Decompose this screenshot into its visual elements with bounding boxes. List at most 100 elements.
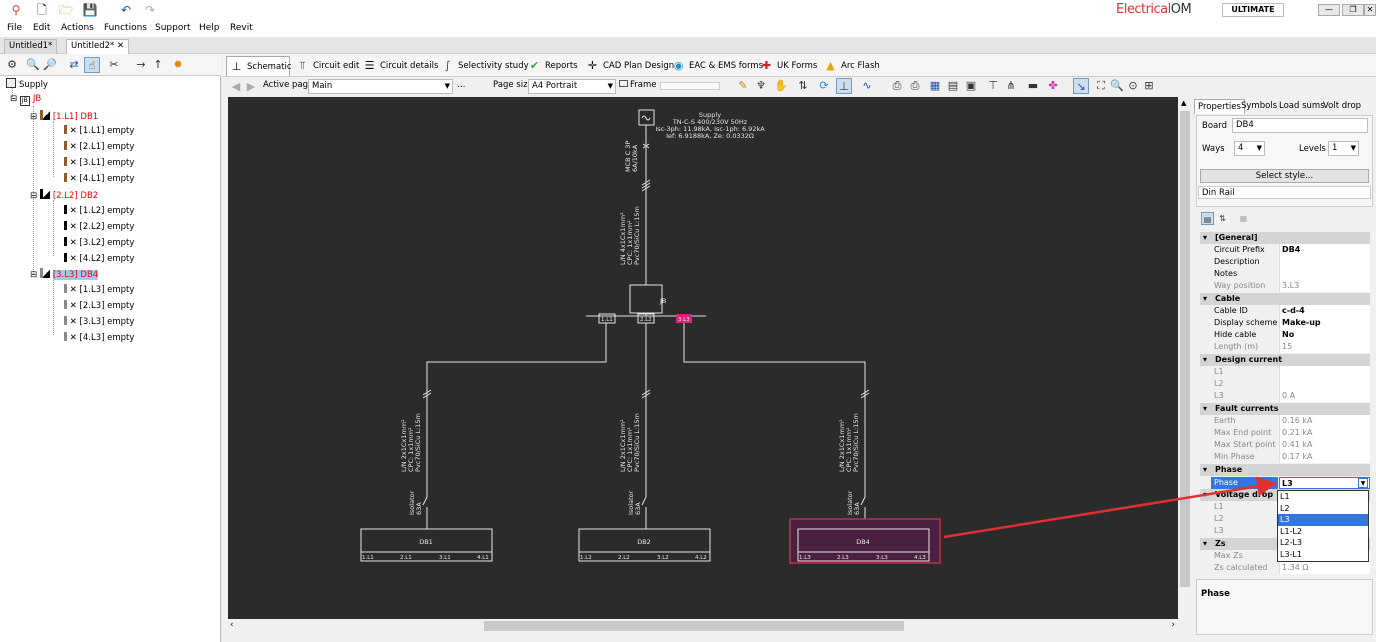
close-button[interactable]: ✕ xyxy=(1364,4,1376,16)
fit-icon[interactable]: ⛶ xyxy=(1097,79,1105,92)
tree-way[interactable]: ✕ [3.L1] empty xyxy=(64,157,134,169)
phase-select[interactable]: L3▼ xyxy=(1279,477,1370,489)
board-db2-symbol[interactable] xyxy=(578,528,711,562)
tree-way[interactable]: ✕ [1.L2] empty xyxy=(64,205,134,217)
board-db4-selection[interactable] xyxy=(789,518,941,564)
menu-revit[interactable]: Revit xyxy=(230,23,253,33)
scroll-left-icon[interactable]: ‹ xyxy=(230,620,234,630)
new-file-icon[interactable]: 🗋 xyxy=(37,3,47,17)
section-cable[interactable]: Cable xyxy=(1200,293,1370,305)
phase-option-l2-l3[interactable]: L2-L3 xyxy=(1280,538,1302,547)
phase-option-l2[interactable]: L2 xyxy=(1280,503,1290,513)
vertical-scrollbar[interactable]: ▲ xyxy=(1178,97,1192,619)
tab-symbols[interactable]: Symbols xyxy=(1241,101,1278,111)
scroll-thumb[interactable] xyxy=(484,621,904,631)
minimize-button[interactable]: — xyxy=(1318,4,1340,16)
tree-way[interactable]: ✕ [1.L1] empty xyxy=(64,125,134,137)
section-design-current[interactable]: Design current xyxy=(1200,354,1370,366)
add-supply-icon[interactable]: ⚙ xyxy=(7,58,17,71)
board-input[interactable]: DB4 xyxy=(1232,118,1368,133)
tab-schematic[interactable]: ⊥Schematic xyxy=(226,56,292,76)
phase-option-l1[interactable]: L1 xyxy=(1280,492,1290,501)
tab-load-sums[interactable]: Load sums xyxy=(1279,101,1325,111)
tree-way[interactable]: ✕ [2.L1] empty xyxy=(64,141,134,153)
tree-way[interactable]: ✕ [4.L3] empty xyxy=(64,332,134,344)
wave-icon[interactable]: ∿ xyxy=(862,79,872,92)
open-folder-icon[interactable]: 🗁 xyxy=(58,3,74,17)
tree-way[interactable]: ✕ [3.L2] empty xyxy=(64,237,134,249)
hand-icon[interactable]: ✋ xyxy=(774,79,788,92)
tools-icon[interactable]: ✂ xyxy=(109,58,119,71)
phase-dropdown[interactable]: L1 L2 L3 L1-L2 L2-L3 L3-L1 xyxy=(1277,490,1369,562)
horizontal-scrollbar[interactable]: ‹ › xyxy=(228,619,1178,633)
select-style-button[interactable]: Select style... xyxy=(1200,169,1369,183)
swap-icon[interactable]: ⇅ xyxy=(798,79,808,92)
undo-icon[interactable]: ↶ xyxy=(120,3,132,17)
property-pages-icon[interactable]: ▦ xyxy=(1239,214,1248,223)
ways-select[interactable]: 4▼ xyxy=(1234,141,1265,156)
redo-icon[interactable]: ↷ xyxy=(144,3,156,17)
print-icon[interactable]: ⎙ xyxy=(892,79,902,92)
table-icon[interactable]: ⊞ xyxy=(1144,79,1154,92)
settings-icon[interactable]: ✹ xyxy=(173,58,183,71)
tab-volt-drop[interactable]: Volt drop xyxy=(1323,101,1362,111)
scroll-up-icon[interactable]: ▲ xyxy=(1181,99,1187,107)
menu-edit[interactable]: Edit xyxy=(33,23,51,33)
menu-help[interactable]: Help xyxy=(199,23,220,33)
board-db4-symbol[interactable] xyxy=(797,528,930,562)
tree-way[interactable]: ✕ [4.L2] empty xyxy=(64,253,134,265)
tab-uk-forms[interactable]: ✚UK Forms xyxy=(757,56,817,76)
frame-toggle[interactable]: Frame xyxy=(619,80,656,90)
save-icon[interactable]: 💾 xyxy=(82,3,98,17)
tab-circuit-edit[interactable]: ⫪Circuit edit xyxy=(293,56,359,76)
tree-node-db4[interactable]: ⊟ [3.L3] DB4 xyxy=(30,268,99,280)
doc-tab-untitled2[interactable]: Untitled2* ✕ xyxy=(66,39,130,54)
back-icon[interactable]: ◀ xyxy=(231,80,241,93)
tab-arc-flash[interactable]: ▲Arc Flash xyxy=(821,56,880,76)
zoom-slider[interactable] xyxy=(660,82,720,90)
tree-way[interactable]: ✕ [2.L2] empty xyxy=(64,221,134,233)
chevron-down-icon[interactable]: ▼ xyxy=(1358,478,1368,488)
select-icon[interactable]: ↘ xyxy=(1073,78,1089,94)
network-icon[interactable]: ⋔ xyxy=(1006,79,1016,92)
phase-option-l1-l2[interactable]: L1-L2 xyxy=(1280,526,1302,536)
tab-properties[interactable]: Properties xyxy=(1194,99,1245,114)
board-db1-symbol[interactable] xyxy=(360,528,493,562)
arrow-up-icon[interactable]: ↑ xyxy=(153,58,163,71)
tree-node-db1[interactable]: ⊟ [1.L1] DB1 xyxy=(30,110,99,122)
zoom-reset-icon[interactable]: ⊙ xyxy=(1128,79,1138,92)
zoom-in-icon[interactable]: 🔍 xyxy=(26,58,40,71)
tree-view-icon[interactable]: ⊥ xyxy=(836,78,852,94)
row-notes[interactable]: Notes xyxy=(1211,268,1370,280)
zoom-out-icon[interactable]: 🔎 xyxy=(43,58,57,71)
close-tab-icon[interactable]: ✕ xyxy=(116,41,125,51)
maximize-button[interactable]: ❐ xyxy=(1342,4,1364,16)
doc-tab-untitled1[interactable]: Untitled1* xyxy=(4,39,58,54)
arrow-right-icon[interactable]: → xyxy=(136,58,146,71)
zoom-icon[interactable]: 🔍 xyxy=(1110,79,1124,92)
levels-select[interactable]: 1▼ xyxy=(1328,141,1359,156)
grid-icon[interactable]: ▦ xyxy=(929,79,941,92)
tree-node-db2[interactable]: ⊟ [2.L2] DB2 xyxy=(30,189,99,201)
tab-selectivity-study[interactable]: ∫Selectivity study xyxy=(438,56,529,76)
tree-way[interactable]: ✕ [3.L3] empty xyxy=(64,316,134,328)
tab-reports[interactable]: ✔Reports xyxy=(525,56,578,76)
export-icon[interactable]: ▣ xyxy=(965,79,977,92)
page-ellipsis[interactable]: … xyxy=(457,80,466,90)
tab-cad-plan-design[interactable]: ✛CAD Plan Design xyxy=(583,56,674,76)
menu-actions[interactable]: Actions xyxy=(61,23,94,33)
scroll-thumb[interactable] xyxy=(1180,111,1190,587)
section-general[interactable]: [General] xyxy=(1200,232,1370,244)
print-preview-icon[interactable]: ⎙ xyxy=(910,79,920,92)
schematic-canvas[interactable]: Supply TN-C-S 400/230V 50Hz Isc-3ph: 11.… xyxy=(228,97,1178,619)
bulb-icon[interactable]: ♆ xyxy=(756,79,766,92)
bus-tap-selected[interactable] xyxy=(676,314,692,323)
supply-symbol[interactable] xyxy=(638,109,655,126)
refresh-icon[interactable]: ⟳ xyxy=(819,79,829,92)
row-description[interactable]: Description xyxy=(1211,256,1370,268)
junction-box-symbol[interactable] xyxy=(629,284,663,314)
